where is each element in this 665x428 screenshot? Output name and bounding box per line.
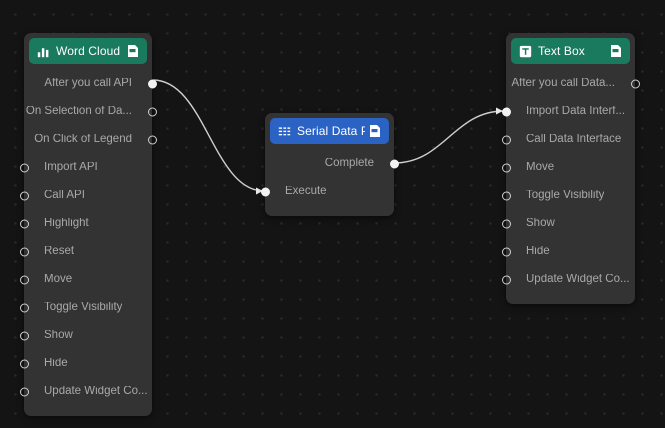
document-icon[interactable] xyxy=(127,44,139,58)
list-icon xyxy=(278,125,291,137)
port-in-toggle-visibility[interactable] xyxy=(19,303,29,313)
node-title-text-box: Text Box xyxy=(538,44,585,58)
node-row-call-api[interactable]: Call API xyxy=(19,182,152,210)
node-row-hide[interactable]: Hide xyxy=(19,350,152,378)
node-row-after-you-call-api[interactable]: After you call API xyxy=(24,70,157,98)
node-rows-word-cloud: After you call API On Selection of Da...… xyxy=(19,64,157,416)
port-in-hide[interactable] xyxy=(19,359,29,369)
node-row-toggle-visibility[interactable]: Toggle Visibility xyxy=(501,182,635,210)
row-label: Call API xyxy=(44,190,85,202)
row-label: After you call Data... xyxy=(511,78,615,90)
node-row-import-api[interactable]: Import API xyxy=(19,154,152,182)
port-in-import-data-interface[interactable] xyxy=(501,107,511,117)
document-icon[interactable] xyxy=(610,44,622,58)
text-icon xyxy=(519,45,532,57)
port-in-hide[interactable] xyxy=(501,247,511,257)
document-icon[interactable] xyxy=(369,124,381,138)
node-rows-serial-data-processing: Complete Execute xyxy=(260,144,399,216)
row-label: Highlight xyxy=(44,218,89,230)
node-row-call-data-interface[interactable]: Call Data Interface xyxy=(501,126,635,154)
row-label: Call Data Interface xyxy=(526,134,622,146)
node-row-show[interactable]: Show xyxy=(19,322,152,350)
port-out-on-selection-of-data[interactable] xyxy=(147,107,157,117)
port-in-reset[interactable] xyxy=(19,247,29,257)
port-in-highlight[interactable] xyxy=(19,219,29,229)
node-header-serial-data-processing[interactable]: Serial Data Pr... xyxy=(270,118,389,144)
row-label: Show xyxy=(526,218,555,230)
wire-serialdata-to-textbox xyxy=(393,110,505,164)
row-label: After you call API xyxy=(44,78,132,90)
node-word-cloud[interactable]: Word Cloud After you call API On Selecti… xyxy=(19,33,157,416)
row-label: Reset xyxy=(44,246,75,258)
node-row-toggle-visibility[interactable]: Toggle Visibility xyxy=(19,294,152,322)
row-label: Toggle Visibility xyxy=(44,302,123,314)
port-out-complete[interactable] xyxy=(389,159,399,169)
row-label: Import Data Interf... xyxy=(526,106,626,118)
node-row-update-widget-config[interactable]: Update Widget Co... xyxy=(501,266,635,294)
node-row-complete[interactable]: Complete xyxy=(265,150,399,178)
node-text-box[interactable]: Text Box After you call Data... Import D… xyxy=(501,33,640,304)
node-row-reset[interactable]: Reset xyxy=(19,238,152,266)
bar-chart-icon xyxy=(37,47,49,57)
port-in-execute[interactable] xyxy=(260,187,270,197)
port-out-after-you-call-api[interactable] xyxy=(147,79,157,89)
port-in-toggle-visibility[interactable] xyxy=(501,191,511,201)
row-label: Show xyxy=(44,330,73,342)
node-row-import-data-interface[interactable]: Import Data Interf... xyxy=(501,98,635,126)
wire-wordcloud-to-serialdata xyxy=(152,79,265,192)
port-in-move[interactable] xyxy=(501,163,511,173)
row-label: Hide xyxy=(44,358,68,370)
port-out-after-you-call-data-interface[interactable] xyxy=(630,79,640,89)
node-row-on-click-of-legend[interactable]: On Click of Legend xyxy=(24,126,157,154)
node-row-highlight[interactable]: Highlight xyxy=(19,210,152,238)
node-row-move[interactable]: Move xyxy=(501,154,635,182)
port-out-on-click-of-legend[interactable] xyxy=(147,135,157,145)
row-label: Import API xyxy=(44,162,98,174)
node-rows-text-box: After you call Data... Import Data Inter… xyxy=(501,64,640,304)
row-label: On Selection of Da... xyxy=(25,106,132,118)
node-row-execute[interactable]: Execute xyxy=(260,178,394,206)
node-title-word-cloud: Word Cloud xyxy=(56,44,121,58)
port-in-update-widget-config[interactable] xyxy=(501,275,511,285)
port-in-show[interactable] xyxy=(19,331,29,341)
row-label: Hide xyxy=(526,246,550,258)
node-row-update-widget-config[interactable]: Update Widget Co... xyxy=(19,378,152,406)
port-in-move[interactable] xyxy=(19,275,29,285)
row-label: Complete xyxy=(324,158,374,170)
node-serial-data-processing[interactable]: Serial Data Pr... Complete Execute xyxy=(260,113,399,216)
node-row-after-you-call-data-interface[interactable]: After you call Data... xyxy=(506,70,640,98)
node-row-show[interactable]: Show xyxy=(501,210,635,238)
port-in-call-api[interactable] xyxy=(19,191,29,201)
node-row-on-selection-of-data[interactable]: On Selection of Da... xyxy=(24,98,157,126)
node-row-move[interactable]: Move xyxy=(19,266,152,294)
port-in-import-api[interactable] xyxy=(19,163,29,173)
row-label: Update Widget Co... xyxy=(44,386,148,398)
row-label: Execute xyxy=(285,186,327,198)
node-title-serial-data-processing: Serial Data Pr... xyxy=(297,124,365,138)
port-in-show[interactable] xyxy=(501,219,511,229)
row-label: Move xyxy=(526,162,555,174)
port-in-call-data-interface[interactable] xyxy=(501,135,511,145)
node-header-word-cloud[interactable]: Word Cloud xyxy=(29,38,147,64)
row-label: Toggle Visibility xyxy=(526,190,605,202)
node-header-text-box[interactable]: Text Box xyxy=(511,38,630,64)
row-label: On Click of Legend xyxy=(34,134,132,146)
node-row-hide[interactable]: Hide xyxy=(501,238,635,266)
row-label: Update Widget Co... xyxy=(526,274,630,286)
port-in-update-widget-config[interactable] xyxy=(19,387,29,397)
row-label: Move xyxy=(44,274,73,286)
